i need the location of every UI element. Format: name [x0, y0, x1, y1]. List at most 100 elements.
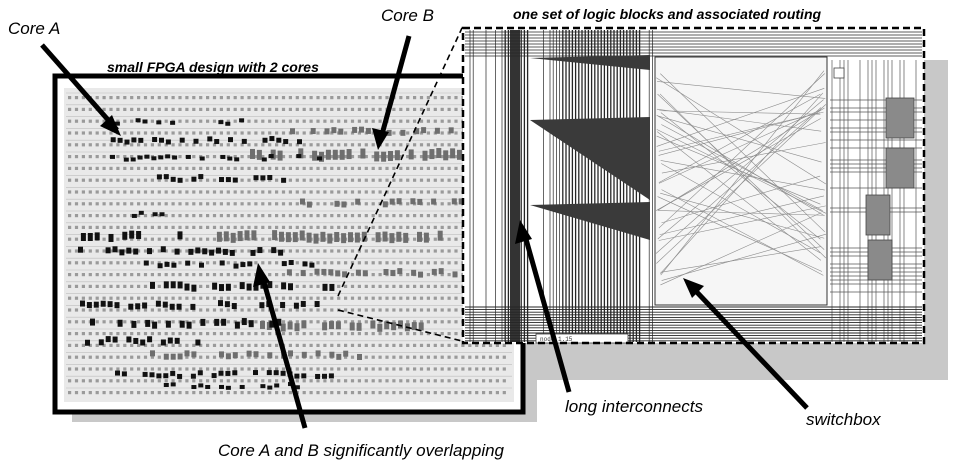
core-b-cell — [290, 128, 295, 135]
logic-cell — [309, 225, 313, 229]
logic-cell — [219, 249, 223, 253]
logic-cell — [371, 190, 375, 194]
logic-cell — [288, 296, 292, 300]
logic-cell — [309, 273, 313, 277]
logic-cell — [399, 284, 403, 288]
logic-cell — [426, 332, 430, 336]
core-b-cell — [418, 271, 423, 278]
logic-cell — [88, 343, 92, 347]
core-a-cell — [302, 261, 308, 267]
logic-cell — [206, 320, 210, 324]
logic-cell — [413, 343, 417, 347]
logic-cell — [275, 308, 279, 312]
logic-cell — [88, 355, 92, 359]
logic-cell — [157, 332, 161, 336]
logic-cell — [81, 249, 85, 253]
logic-cell — [440, 379, 444, 383]
logic-cell — [74, 355, 79, 359]
core-b-cell — [314, 268, 320, 275]
logic-cell — [150, 391, 154, 395]
logic-cell — [468, 367, 472, 371]
logic-cell — [81, 367, 85, 371]
core-a-cell — [198, 383, 204, 388]
logic-cell — [88, 155, 92, 159]
logic-cell — [461, 355, 465, 359]
logic-cell — [281, 332, 286, 336]
logic-cell — [247, 273, 251, 277]
logic-cell — [419, 143, 424, 147]
logic-cell — [247, 131, 251, 135]
logic-cell — [350, 379, 355, 383]
logic-cell — [68, 296, 72, 300]
core-a-cell — [191, 284, 197, 292]
logic-cell — [123, 143, 127, 147]
logic-cell — [137, 308, 141, 312]
logic-cell — [440, 273, 444, 277]
logic-cell — [406, 249, 410, 253]
logic-cell — [116, 355, 120, 359]
logic-cell — [364, 202, 368, 206]
logic-cell — [240, 155, 244, 159]
core-b-cell — [300, 270, 306, 277]
switch-connection — [661, 175, 821, 224]
logic-cell — [371, 308, 375, 312]
logic-cell — [288, 308, 292, 312]
arrow-core-b — [378, 35, 412, 139]
logic-cell — [261, 119, 265, 123]
logic-cell — [337, 284, 341, 288]
logic-cell — [502, 379, 506, 383]
logic-cell — [130, 190, 134, 194]
logic-cell — [150, 308, 154, 312]
switch-connection — [660, 212, 822, 286]
logic-cell — [206, 296, 210, 300]
logic-cell — [109, 332, 113, 336]
logic-cell — [150, 296, 154, 300]
logic-cell — [130, 308, 134, 312]
logic-cell — [357, 308, 361, 312]
logic-cell — [95, 273, 99, 277]
logic-cell — [74, 379, 79, 383]
logic-cell — [164, 131, 168, 135]
logic-cell — [116, 166, 120, 170]
logic-cell — [157, 391, 161, 395]
logic-cell — [378, 284, 382, 288]
logic-cell — [440, 131, 444, 135]
core-b-cell — [331, 127, 337, 134]
core-a-cell — [177, 231, 183, 240]
logic-cell — [206, 367, 210, 371]
core-a-cell — [170, 120, 176, 125]
logic-cell — [137, 166, 141, 170]
core-a-cell — [149, 372, 155, 378]
logic-cell — [433, 178, 437, 182]
logic-cell — [212, 355, 217, 359]
core-a-cell — [191, 385, 197, 390]
logic-cell — [109, 308, 113, 312]
logic-cell — [130, 178, 134, 182]
logic-cell — [123, 107, 127, 111]
logic-cell — [378, 155, 382, 159]
logic-cell — [150, 332, 154, 336]
logic-cell — [488, 343, 493, 347]
logic-cell — [350, 249, 355, 253]
logic-cell — [178, 261, 182, 265]
logic-cell — [150, 273, 154, 277]
logic-cell — [323, 107, 327, 111]
logic-cell — [116, 261, 120, 265]
core-b-cell — [431, 268, 437, 275]
logic-cell — [164, 379, 168, 383]
logic-cell — [226, 166, 230, 170]
core-b-cell — [253, 351, 259, 358]
core-a-cell — [170, 281, 176, 289]
logic-cell — [68, 202, 72, 206]
logic-cell — [178, 225, 182, 229]
logic-cell — [88, 131, 92, 135]
logic-cell — [378, 391, 382, 395]
logic-cell — [254, 214, 258, 218]
logic-cell — [185, 202, 189, 206]
logic-cell — [226, 214, 230, 218]
logic-cell — [268, 143, 272, 147]
logic-cell — [316, 367, 320, 371]
core-a-cell — [293, 302, 299, 309]
logic-cell — [309, 214, 313, 218]
switch-connection — [656, 118, 821, 211]
